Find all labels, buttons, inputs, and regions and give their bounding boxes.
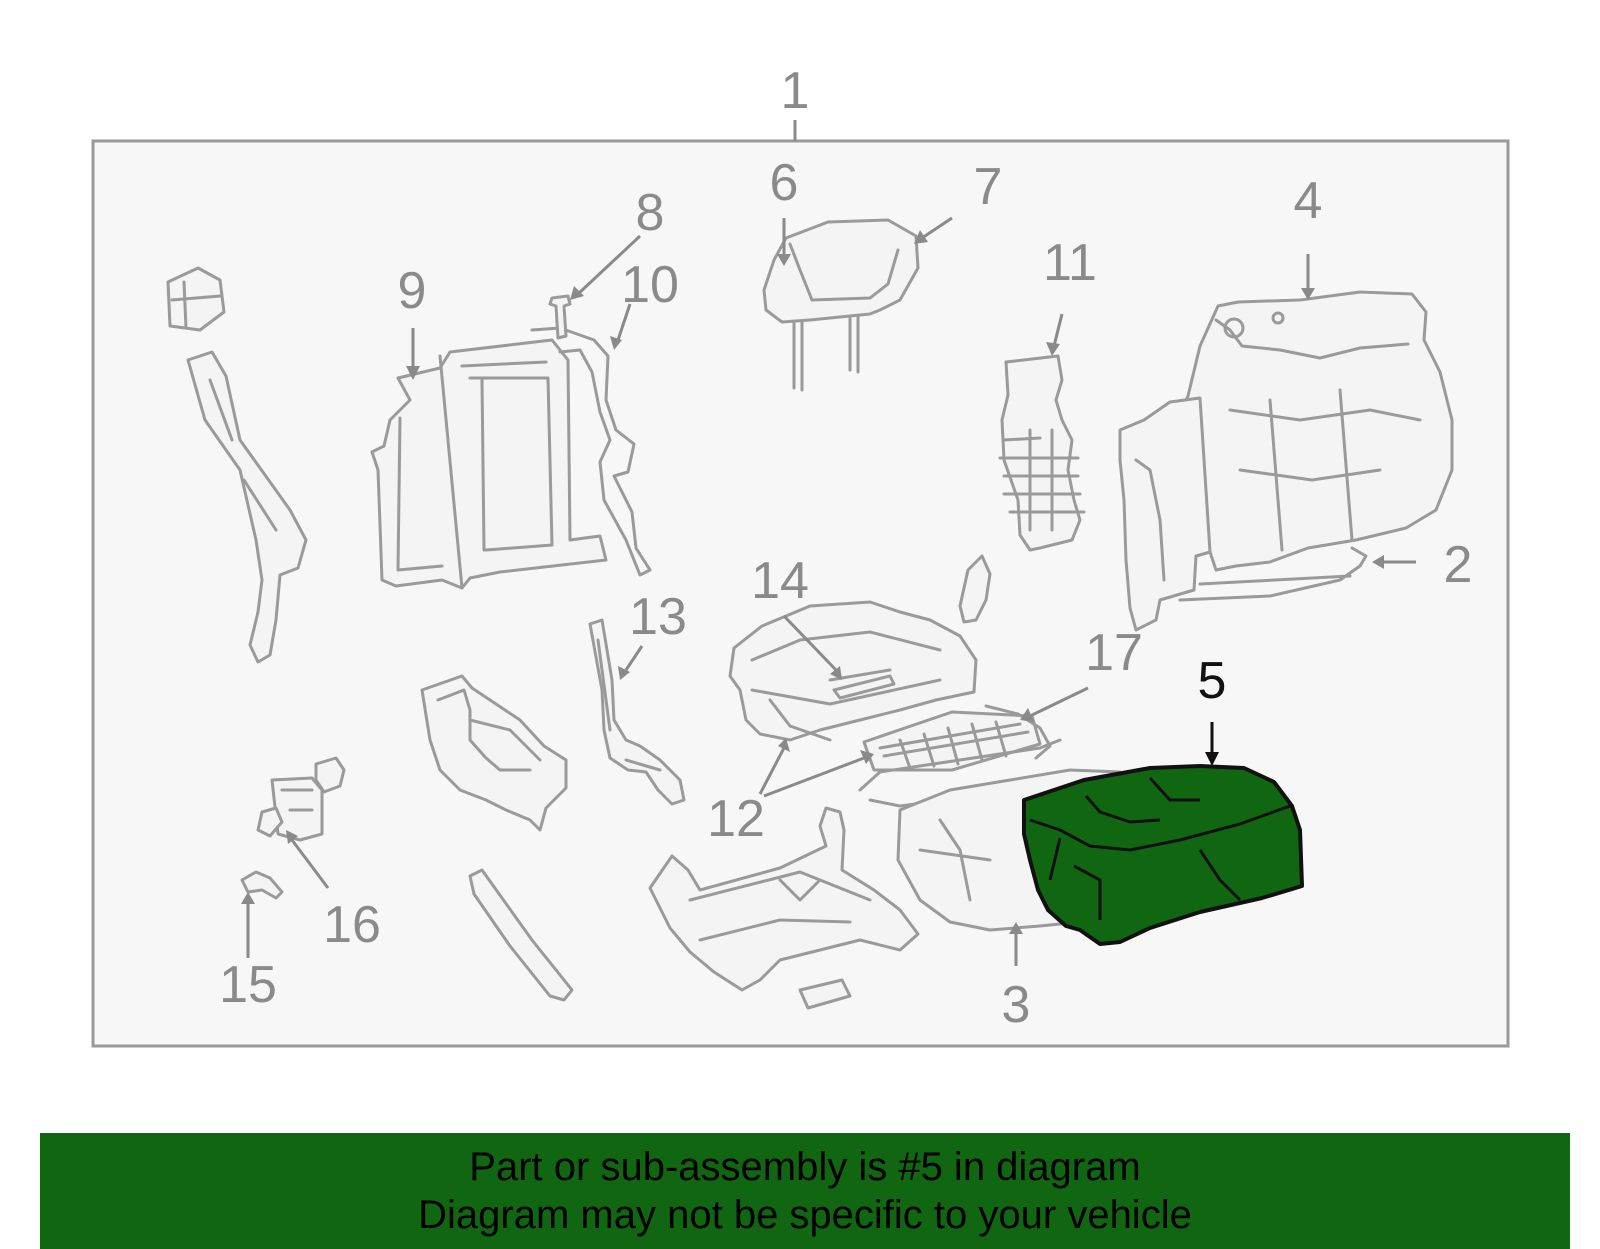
callout-2[interactable]: 2 — [1444, 536, 1473, 594]
callout-11[interactable]: 11 — [1043, 234, 1097, 292]
callout-8[interactable]: 8 — [636, 184, 665, 242]
part-12-spring-mat — [858, 710, 1062, 808]
part-seat-rail — [468, 868, 574, 1002]
callout-17[interactable]: 17 — [1085, 624, 1143, 682]
callout-3[interactable]: 3 — [1002, 976, 1031, 1034]
callout-5[interactable]: 5 — [1198, 652, 1227, 710]
callout-1[interactable]: 1 — [781, 62, 810, 120]
part-9-seatback-frame — [370, 326, 652, 590]
part-14-seat-frame — [728, 600, 978, 742]
part-seat-track — [648, 806, 920, 1010]
part-side-trim-left — [166, 266, 308, 664]
callout-14[interactable]: 14 — [751, 552, 809, 610]
part-side-bracket — [958, 554, 992, 624]
part-8-bolt — [548, 294, 572, 340]
part-16-switch-assembly — [256, 756, 346, 842]
callout-13[interactable]: 13 — [629, 588, 687, 646]
callout-15[interactable]: 15 — [219, 956, 277, 1014]
part-13-bracket — [588, 618, 686, 806]
callout-4[interactable]: 4 — [1294, 172, 1323, 230]
part-side-shield — [420, 674, 568, 832]
part-4-seatback-cover — [1118, 290, 1454, 632]
callout-16[interactable]: 16 — [323, 896, 381, 954]
part-11-lumbar-support — [998, 354, 1086, 552]
callout-10[interactable]: 10 — [621, 256, 679, 314]
part-15-knob — [240, 870, 284, 900]
part-17-wire — [984, 704, 1052, 760]
banner-line-disclaimer: Diagram may not be specific to your vehi… — [418, 1193, 1192, 1237]
callout-6[interactable]: 6 — [770, 154, 799, 212]
info-banner: Part or sub-assembly is #5 in diagram Di… — [40, 1133, 1570, 1249]
callout-7[interactable]: 7 — [974, 158, 1003, 216]
callout-9[interactable]: 9 — [398, 262, 427, 320]
part-5-seat-cushion-cover[interactable] — [1022, 764, 1304, 946]
callout-12[interactable]: 12 — [707, 790, 765, 848]
banner-line-part: Part or sub-assembly is #5 in diagram — [469, 1145, 1141, 1189]
part-6-7-headrest — [762, 218, 920, 392]
